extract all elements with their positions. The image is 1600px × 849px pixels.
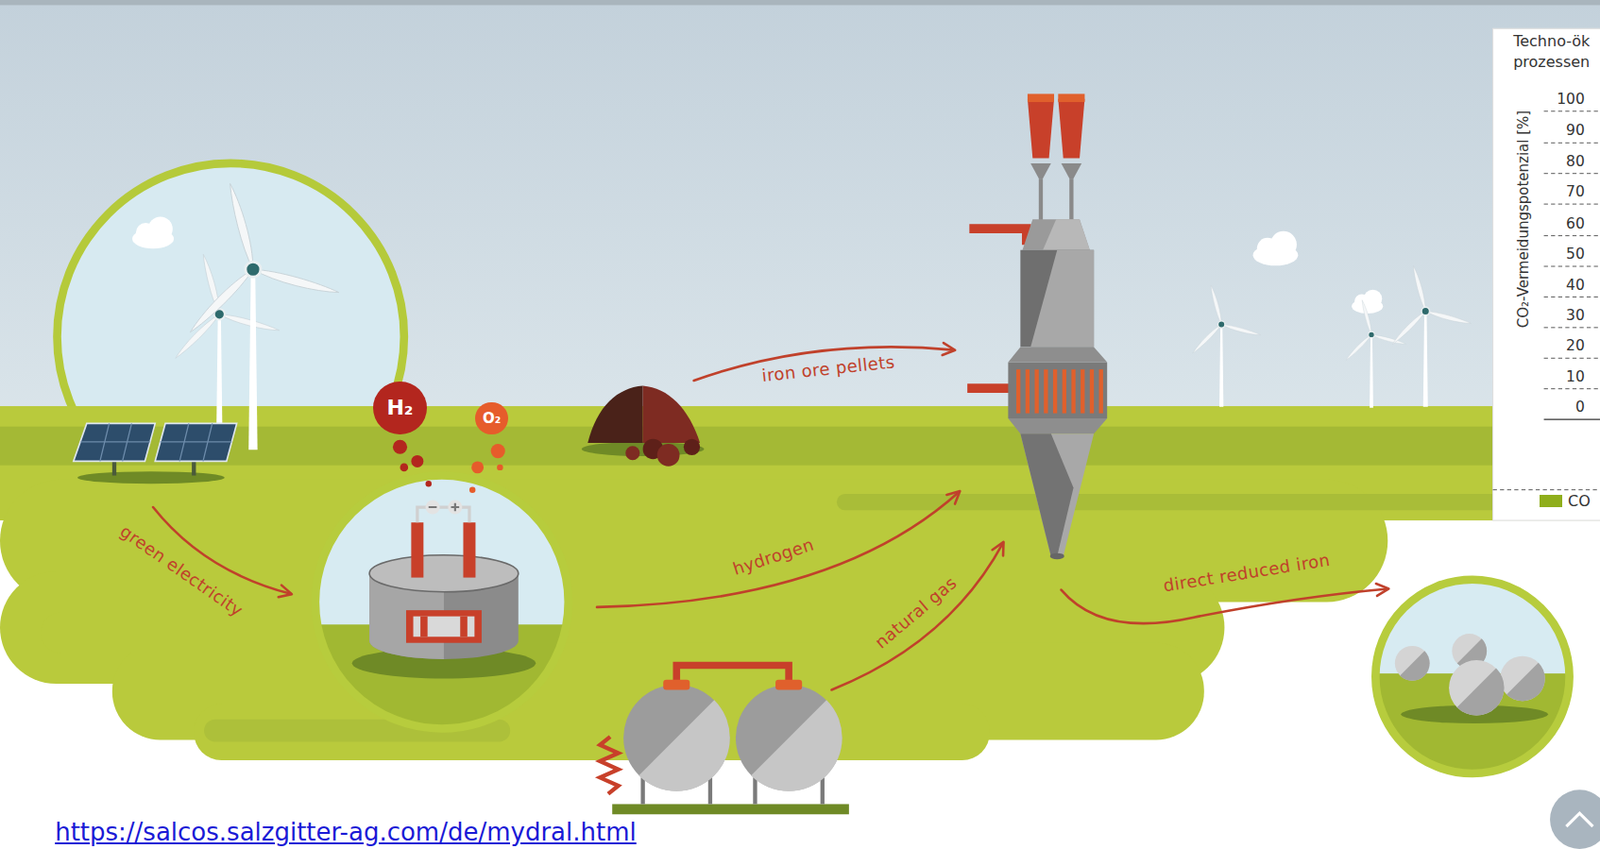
flow-label: natural gas: [871, 573, 962, 653]
axis-tick: 50: [1565, 246, 1585, 264]
source-link: https://salcos.salzgitter-ag.com/de/mydr…: [52, 819, 639, 845]
shaft-furnace: [967, 93, 1107, 560]
flow-label: direct reduced iron: [1162, 550, 1332, 596]
legend-item: CO: [1539, 492, 1591, 511]
axis-tick: 10: [1565, 369, 1585, 387]
flow-label: green electricity: [116, 521, 247, 621]
axis-tick: 80: [1565, 153, 1585, 171]
axis-tick: 30: [1565, 307, 1585, 325]
legend-swatch: [1539, 494, 1563, 508]
axis-tick: 60: [1565, 216, 1585, 234]
iron-ore-pile: [581, 385, 705, 466]
chart-title: Techno-ök prozessen: [1493, 28, 1598, 72]
wind-turbines: [150, 163, 1473, 450]
dri-circle: [1367, 579, 1583, 786]
top-strip: [0, 0, 1600, 5]
cloud: [1253, 231, 1299, 267]
gas-bubbles: [392, 440, 506, 494]
gas-formula: H₂: [386, 396, 413, 420]
ground-band: [836, 493, 1600, 511]
scroll-top-button: [1549, 789, 1600, 849]
cloud: [1351, 289, 1383, 314]
axis-tick: 70: [1565, 184, 1585, 202]
flow-label: hydrogen: [731, 534, 818, 579]
solar-panels: [73, 423, 238, 484]
flow-arrows: [153, 346, 1388, 690]
axis-title: CO₂-Vermeidungspotenzial [%]: [1515, 110, 1532, 328]
legend-text: CO: [1567, 492, 1591, 511]
axis-tick: 0: [1575, 399, 1585, 417]
gas-formula: O₂: [482, 410, 501, 427]
chart-panel-frame: [1493, 28, 1600, 521]
axis-tick: 20: [1565, 338, 1585, 356]
axis-tick: 90: [1565, 122, 1585, 140]
flow-label: iron ore pellets: [761, 352, 897, 386]
gas-tanks: [599, 665, 850, 816]
gas-bubble: O₂: [475, 402, 509, 436]
electrolyser: [306, 476, 582, 738]
axis-tick: 40: [1565, 277, 1585, 295]
gas-bubble: H₂: [373, 381, 426, 435]
axis-tick: 100: [1556, 91, 1585, 109]
chart-panel: Techno-ök prozessen: [1493, 28, 1600, 521]
ground-band: [0, 426, 1600, 466]
